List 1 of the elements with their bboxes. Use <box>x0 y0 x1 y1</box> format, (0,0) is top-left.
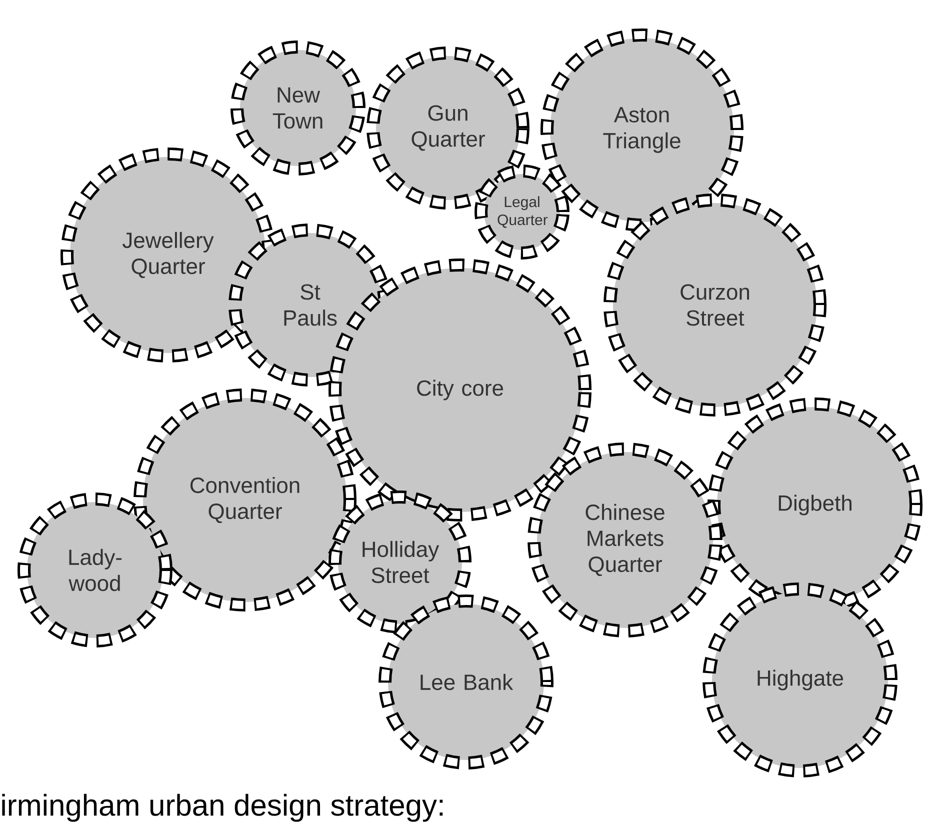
caption: irmingham urban design strategy: <box>2 794 443 822</box>
